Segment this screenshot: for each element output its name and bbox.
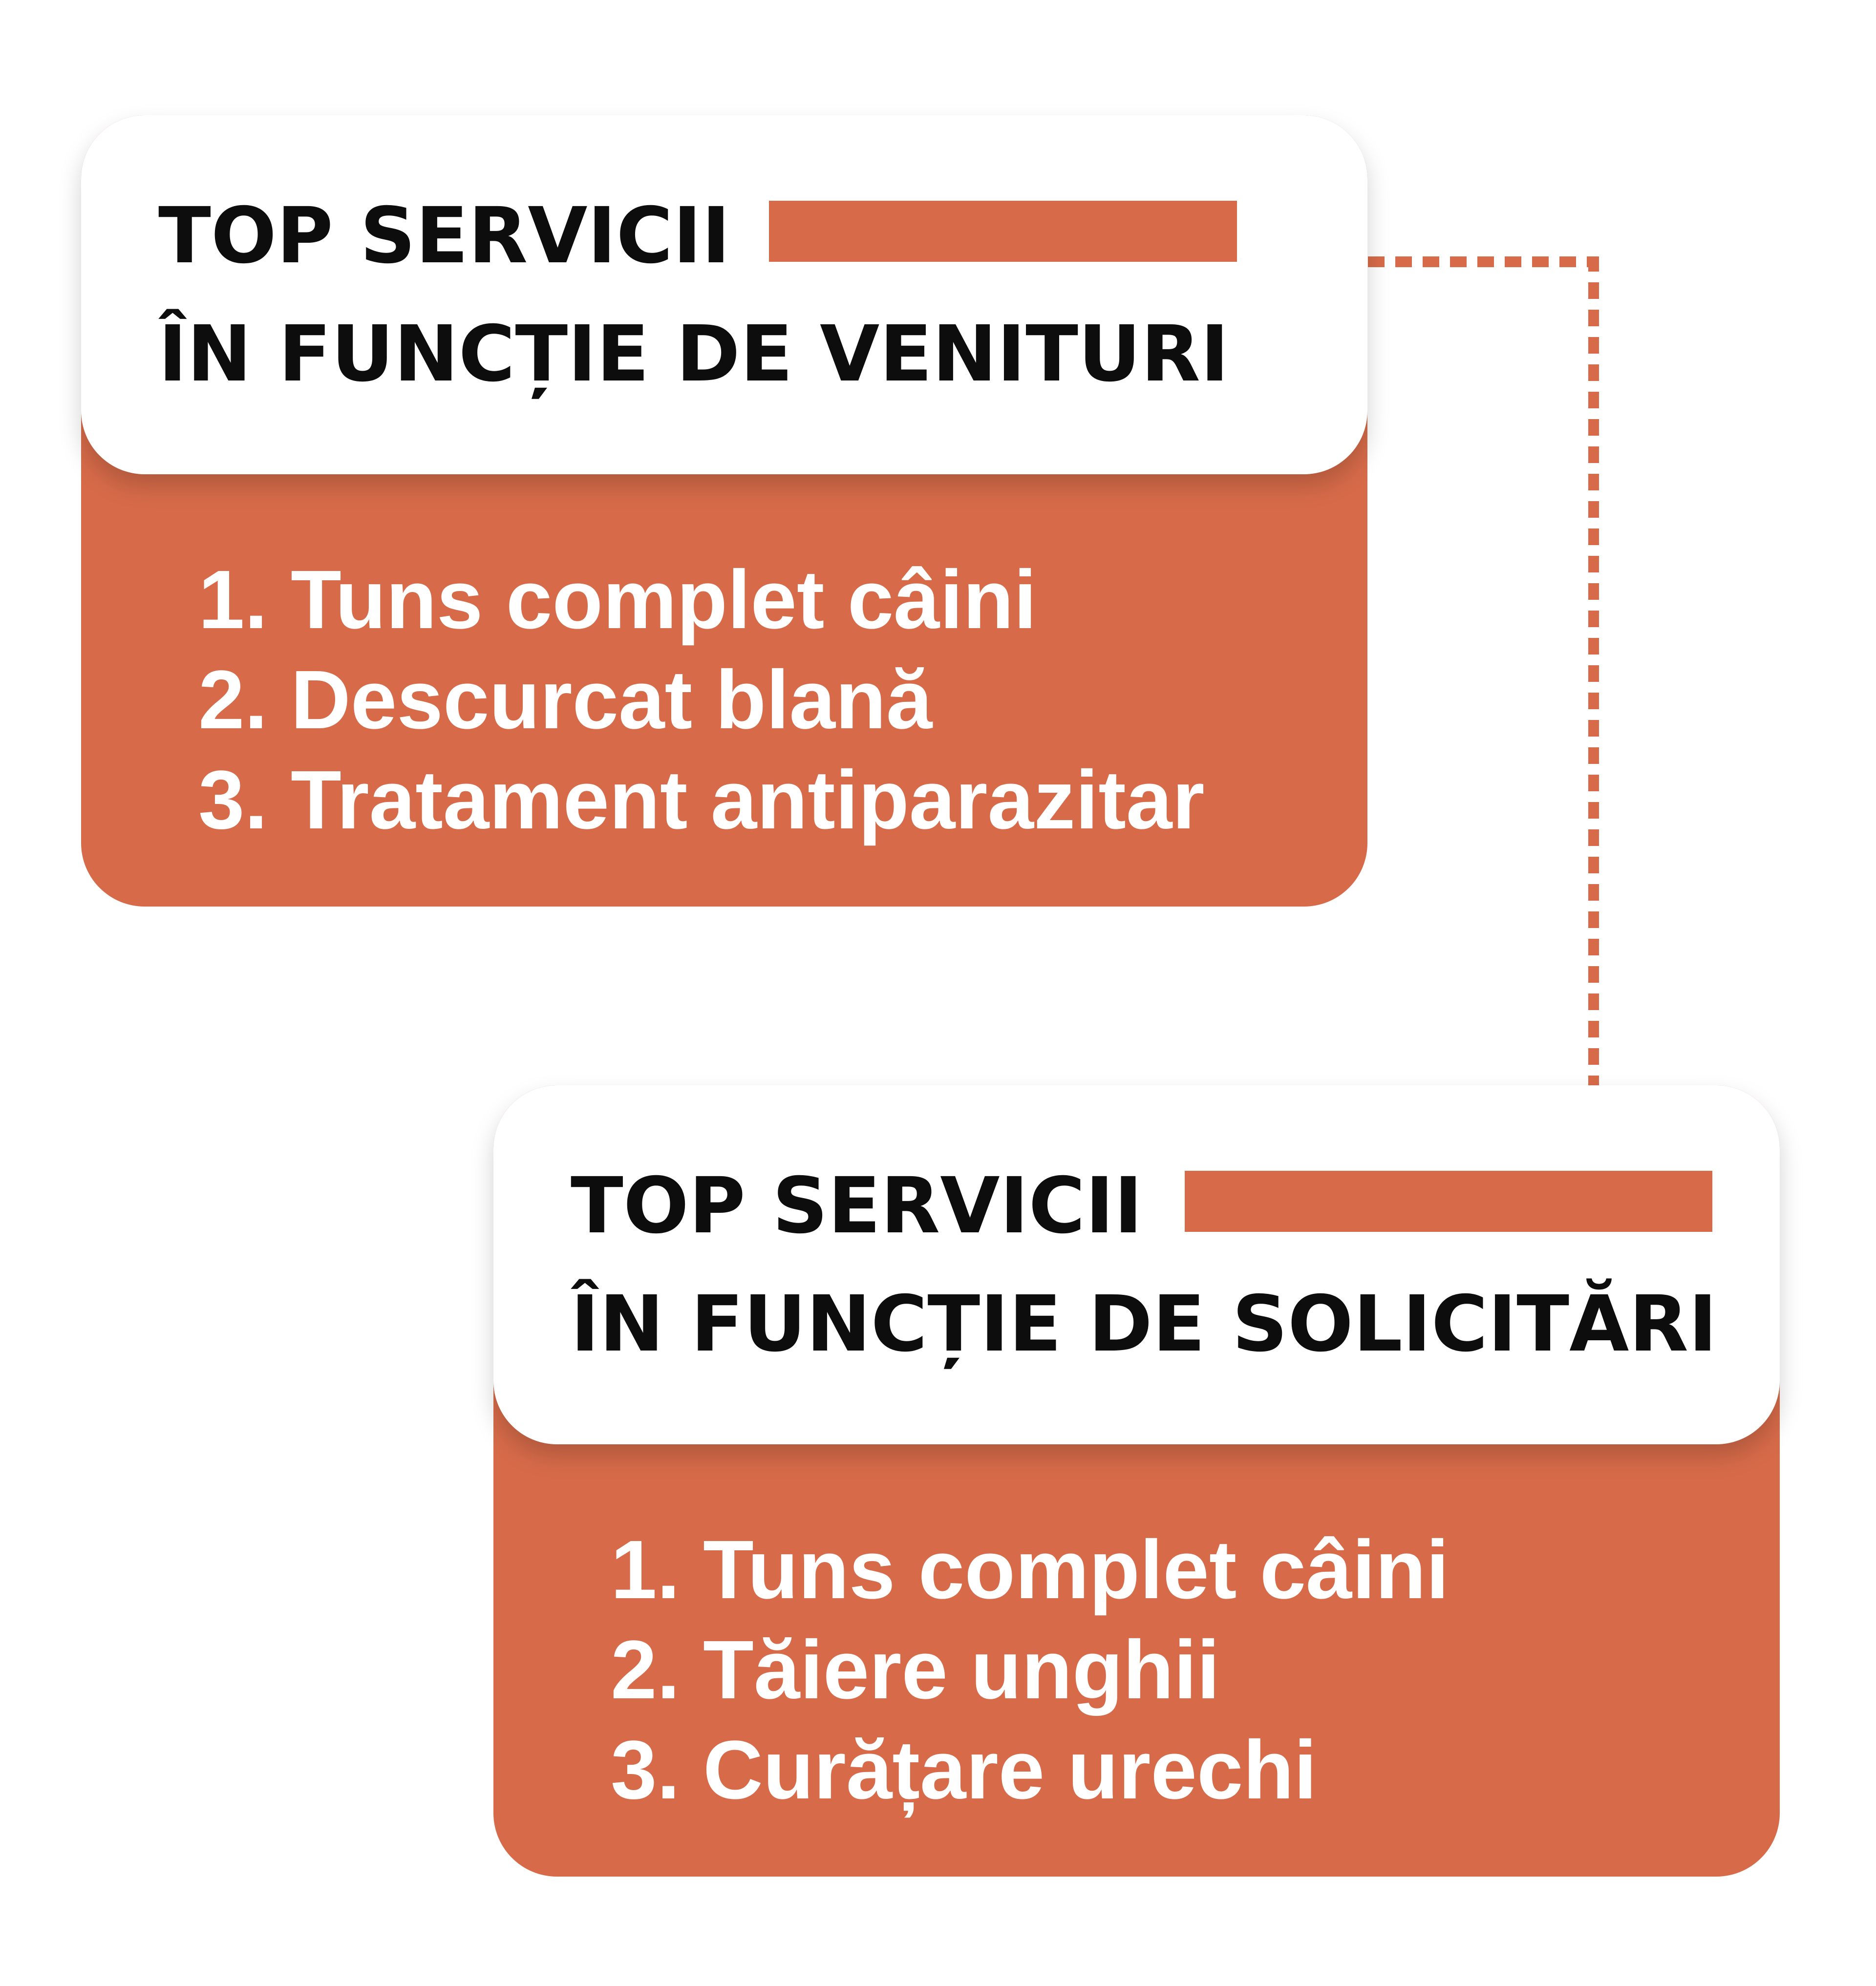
- card-title-line-1: TOP SERVICII: [158, 191, 730, 281]
- service-list: 1. Tuns complet câini 2. Descurcat blană…: [198, 550, 1205, 850]
- list-item: 3. Curățare urechi: [611, 1724, 1317, 1817]
- list-item: 2. Tăiere unghii: [611, 1624, 1220, 1716]
- list-item: 1. Tuns complet câini: [611, 1523, 1450, 1616]
- requests-services-card: TOP SERVICII ÎN FUNCȚIE DE SOLICITĂRI 1.…: [493, 1085, 1780, 1877]
- card-header: TOP SERVICII ÎN FUNCȚIE DE VENITURI: [81, 115, 1367, 474]
- title-accent-bar: [1185, 1171, 1712, 1232]
- list-item: 2. Descurcat blană: [198, 654, 933, 746]
- card-title-line-2: ÎN FUNCȚIE DE SOLICITĂRI: [571, 1279, 1717, 1369]
- service-list: 1. Tuns complet câini 2. Tăiere unghii 3…: [611, 1520, 1449, 1820]
- revenue-services-card: TOP SERVICII ÎN FUNCȚIE DE VENITURI 1. T…: [81, 115, 1367, 907]
- card-title-line-1: TOP SERVICII: [571, 1161, 1143, 1251]
- list-item: 1. Tuns complet câini: [198, 553, 1037, 646]
- card-title-line-2: ÎN FUNCȚIE DE VENITURI: [158, 309, 1229, 399]
- title-accent-bar: [769, 201, 1237, 262]
- list-item: 3. Tratament antiparazitar: [198, 754, 1205, 846]
- card-header: TOP SERVICII ÎN FUNCȚIE DE SOLICITĂRI: [493, 1085, 1780, 1444]
